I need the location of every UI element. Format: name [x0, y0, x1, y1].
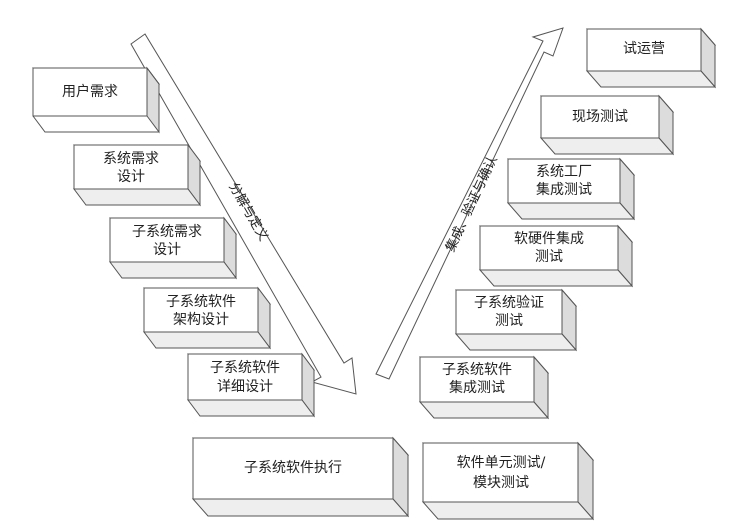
box-label-line1: 子系统软件 [166, 294, 236, 310]
box-label-line2: 模块测试 [473, 475, 529, 491]
box-label-line2: 测试 [495, 313, 523, 329]
box-hardware-software-integration-test: 软硬件集成 测试 [478, 224, 634, 288]
right-boxes: 子系统软件 集成测试 子系统验证 测试 软硬件集成 测试 系统工厂 集成测试 [418, 27, 717, 420]
box-system-requirements-design: 系统需求 设计 [73, 143, 201, 207]
box-label-line1: 子系统软件执行 [244, 460, 342, 476]
box-trial-operation: 试运营 [585, 27, 717, 89]
box-subsystem-software-implementation: 子系统软件执行 [191, 436, 410, 518]
box-system-factory-integration-test: 系统工厂 集成测试 [506, 157, 636, 221]
box-label-line2: 详细设计 [217, 379, 273, 395]
decomposition-arrow-shape [130, 33, 357, 395]
box-subsystem-requirements-design: 子系统需求 设计 [109, 216, 237, 280]
box-label-line1: 子系统软件 [442, 362, 512, 378]
bottom-boxes: 子系统软件执行 软件单元测试/ 模块测试 [191, 436, 595, 521]
box-subsystem-verification-test: 子系统验证 测试 [454, 288, 578, 352]
box-subsystem-software-architecture: 子系统软件 架构设计 [143, 286, 271, 350]
box-subsystem-software-integration-test: 子系统软件 集成测试 [418, 355, 550, 420]
box-label-line2: 测试 [535, 249, 563, 265]
box-label-line1: 子系统需求 [132, 224, 202, 240]
integration-arrow-shape [375, 27, 564, 380]
box-label-line1: 子系统验证 [474, 295, 544, 311]
box-label-line1: 软硬件集成 [514, 230, 584, 247]
box-label-line1: 软件单元测试/ [457, 455, 546, 471]
box-user-requirements: 用户需求 [32, 66, 160, 134]
box-label-line1: 子系统软件 [210, 360, 280, 376]
box-label-line1: 试运营 [623, 41, 665, 57]
box-label-line1: 现场测试 [572, 109, 628, 125]
box-label-line1: 用户需求 [62, 83, 118, 100]
box-label-line2: 集成测试 [536, 181, 592, 198]
box-field-test: 现场测试 [539, 94, 675, 156]
box-label-line2: 架构设计 [173, 312, 229, 328]
box-subsystem-software-detailed-design: 子系统软件 详细设计 [187, 352, 315, 418]
box-label-line2: 设计 [153, 242, 181, 258]
box-label-line1: 系统需求 [103, 151, 159, 167]
box-unit-module-test: 软件单元测试/ 模块测试 [421, 441, 595, 521]
box-label-line2: 集成测试 [449, 379, 505, 396]
box-label-line2: 设计 [117, 169, 145, 185]
box-label-line1: 系统工厂 [536, 164, 592, 180]
left-boxes: 用户需求 系统需求 设计 子系统需求 设计 子系统软件 架构设计 [32, 66, 315, 418]
